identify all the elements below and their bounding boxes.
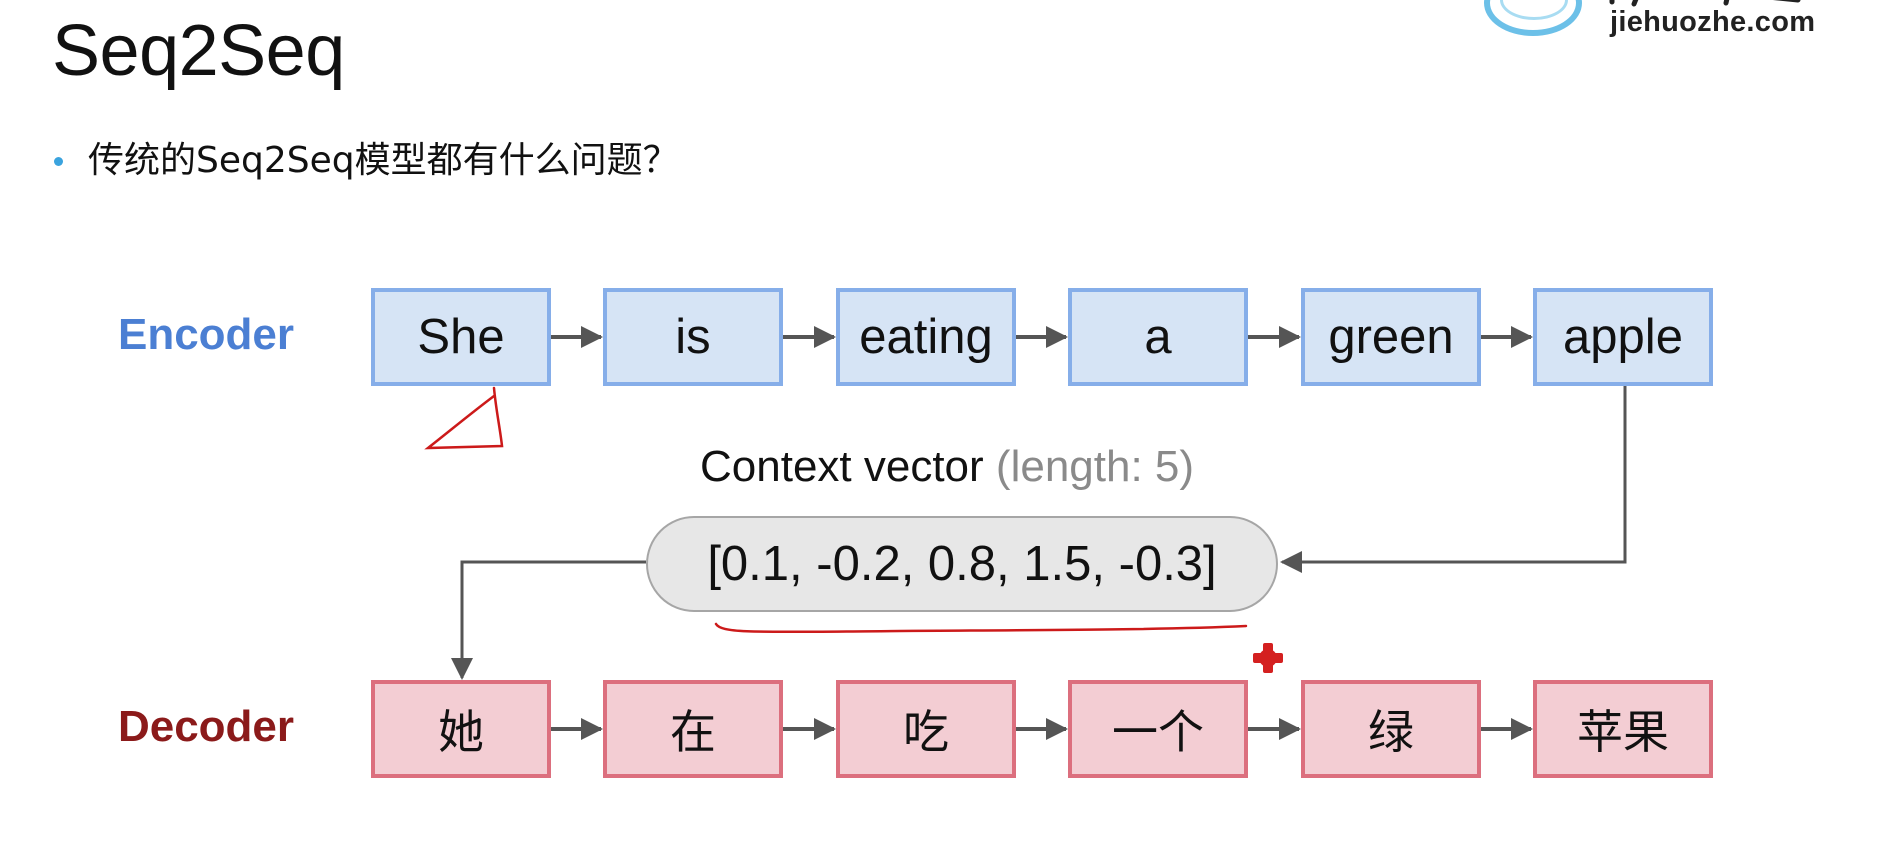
decoder-token-box: 绿 [1301,680,1481,778]
decoder-label: Decoder [117,702,295,751]
red-cursor-icon [1253,643,1283,673]
encoder-token-box: eating [836,288,1016,386]
context-vector-length-note: (length: 5) [995,442,1195,491]
logo-url-text: jiehuozhe.com [1610,6,1816,38]
context-vector-caption-main: Context vector [700,442,984,491]
context-to-decoder-arrow [451,560,646,680]
encoder-to-context-arrow [1280,386,1627,573]
context-vector-caption: Context vector (length: 5) [700,442,1194,492]
handdrawn-underline-annotation [714,622,1248,634]
decoder-token-box: 苹果 [1533,680,1713,778]
decoder-token-box: 她 [371,680,551,778]
encoder-token-box: is [603,288,783,386]
decoder-token-box: 吃 [836,680,1016,778]
context-vector-pill: [0.1, -0.2, 0.8, 1.5, -0.3] [646,516,1278,612]
bullet-question: 传统的Seq2Seq模型都有什么问题？ [88,140,679,181]
decoder-token-box: 一个 [1068,680,1248,778]
bullet-dot [54,157,63,166]
encoder-token-box: apple [1533,288,1713,386]
decoder-token-box: 在 [603,680,783,778]
encoder-token-box: green [1301,288,1481,386]
handdrawn-triangle-annotation [424,386,504,450]
encoder-label: Encoder [117,310,295,359]
slide-title: Seq2Seq [52,11,345,91]
encoder-token-box: a [1068,288,1248,386]
encoder-token-box: She [371,288,551,386]
